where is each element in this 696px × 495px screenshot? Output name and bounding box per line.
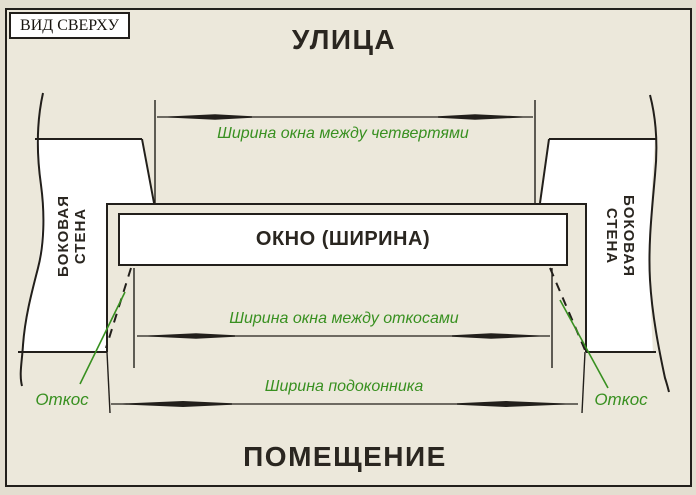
sill-edge-line-right	[581, 351, 586, 414]
slope-dashed-lines	[105, 267, 586, 351]
dim-label-sill-width: Ширина подоконника	[264, 378, 424, 395]
right-side-wall-shape	[540, 139, 655, 352]
dimension-arrowheads	[111, 114, 578, 407]
arrowhead	[452, 333, 550, 339]
right-slope-label: Откос	[594, 390, 648, 409]
window-width-label: ОКНО (ШИРИНА)	[255, 228, 431, 250]
window-frame-box: ОКНО (ШИРИНА)	[118, 213, 568, 266]
arrowhead	[457, 401, 578, 407]
wall-outlines	[18, 138, 656, 353]
left-slope-dashed-line	[105, 267, 132, 349]
room-zone-label: ПОМЕЩЕНИЕ	[243, 441, 447, 472]
arrowhead	[438, 114, 533, 120]
arrowhead	[157, 114, 252, 120]
side-wall-text-line1: БОКОВАЯ	[620, 195, 637, 277]
right-slope-pointer-line	[559, 299, 609, 389]
left-side-wall-shape	[23, 139, 154, 352]
side-wall-text-line2: СТЕНА	[603, 207, 620, 265]
left-wall-break-curve	[19, 92, 45, 387]
right-wall-break-curve	[648, 94, 670, 393]
dim-label-between-slopes: Ширина окна между откосами	[229, 310, 459, 327]
street-zone-label: УЛИЦА	[291, 24, 397, 55]
side-wall-text-line2: СТЕНА	[72, 207, 89, 265]
left-slope-label: Откос	[35, 390, 89, 409]
side-wall-text-line1: БОКОВАЯ	[55, 195, 72, 277]
left-slope-pointer-line	[79, 291, 126, 385]
view-label-box: ВИД СВЕРХУ	[9, 12, 130, 39]
arrowhead	[137, 333, 235, 339]
arrowhead	[111, 401, 232, 407]
view-label: ВИД СВЕРХУ	[20, 16, 119, 34]
sill-edge-line-left	[106, 351, 111, 414]
wall-break-lines	[19, 92, 670, 393]
slope-pointer-lines	[79, 291, 609, 389]
extension-lines	[106, 100, 586, 414]
dim-label-between-quarters: Ширина окна между четвертями	[217, 125, 469, 142]
